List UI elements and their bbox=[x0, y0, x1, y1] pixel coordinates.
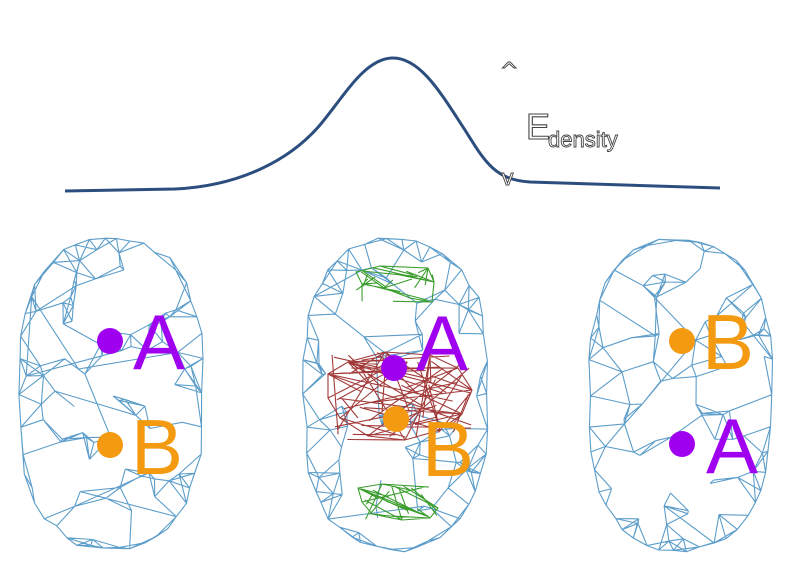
atom-dot-left-2 bbox=[97, 432, 123, 458]
lobe-density-bottom bbox=[357, 483, 439, 521]
atom-label-right-2: A bbox=[706, 402, 758, 490]
energy-arrow-down: v bbox=[501, 166, 514, 191]
energy-arrow-up: ^ bbox=[500, 59, 518, 84]
mesh-left bbox=[18, 237, 204, 550]
atom-dot-middle-2 bbox=[383, 406, 409, 432]
atom-dot-middle-1 bbox=[381, 355, 407, 381]
atom-dot-right-2 bbox=[669, 431, 695, 457]
density-wireframe bbox=[357, 483, 439, 521]
density-wireframe bbox=[327, 351, 473, 441]
atom-label-middle-1: A bbox=[416, 299, 468, 387]
atom-label-left-2: B bbox=[131, 403, 183, 491]
atom-label-middle-2: B bbox=[422, 405, 474, 493]
mesh-right bbox=[588, 238, 774, 553]
atom-label-left-1: A bbox=[133, 298, 185, 386]
mesh-wireframe bbox=[588, 238, 774, 553]
energy-label: E bbox=[526, 106, 550, 147]
energy-label-subscript: density bbox=[548, 127, 618, 152]
atom-dot-right-1 bbox=[669, 328, 695, 354]
density-wireframe bbox=[355, 265, 435, 303]
bond-density-cage bbox=[327, 351, 473, 441]
atom-dot-left-1 bbox=[97, 328, 123, 354]
atom-label-right-1: B bbox=[702, 298, 754, 386]
mesh-wireframe bbox=[18, 237, 204, 550]
energy-curve bbox=[64, 56, 721, 193]
lobe-density-top bbox=[355, 265, 435, 303]
